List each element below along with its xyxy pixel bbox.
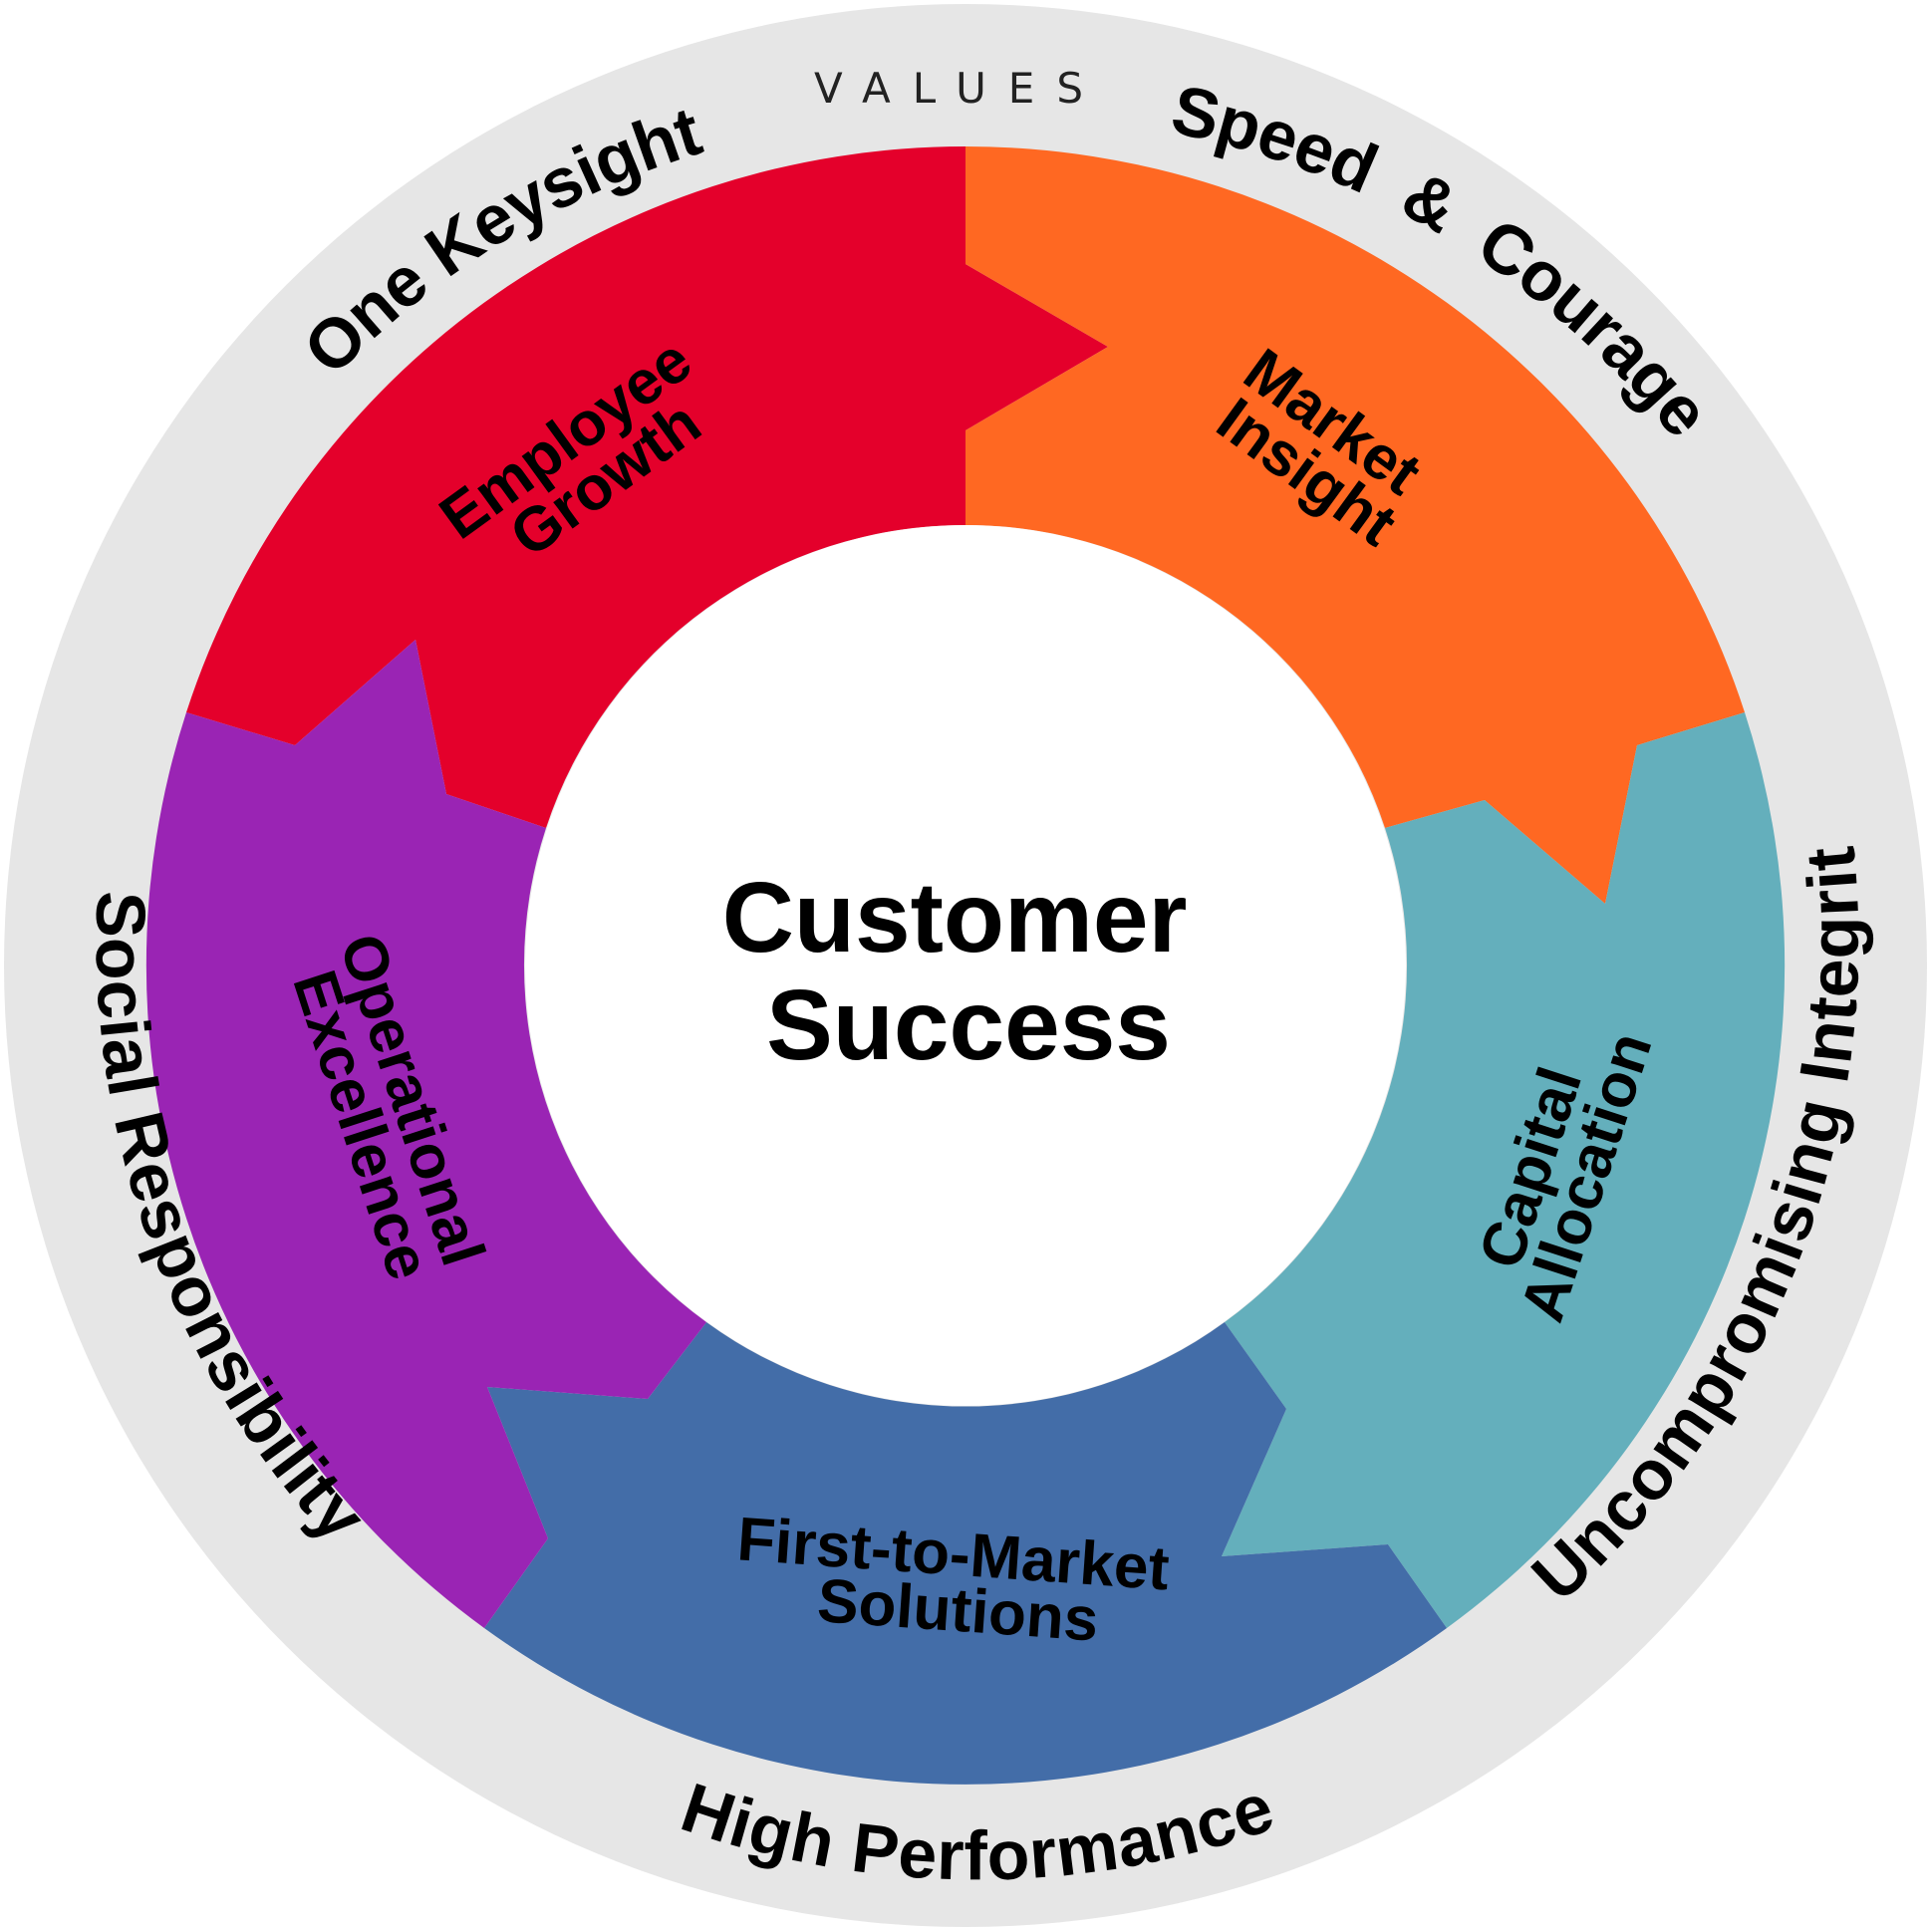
segment-market-insight: [966, 145, 1745, 904]
values-header: VALUES: [814, 64, 1105, 113]
center-circle: [525, 525, 1406, 1406]
center-title-line1: Customer: [722, 862, 1188, 973]
center-title-line2: Success: [766, 969, 1171, 1081]
center-title: Customer Success: [722, 862, 1216, 1081]
segment-operational-excellence: [145, 640, 707, 1628]
segment-employee-growth: [186, 145, 1108, 828]
segment-capital-allocation: [1222, 712, 1786, 1628]
segment-first-to-market: [484, 1322, 1447, 1785]
